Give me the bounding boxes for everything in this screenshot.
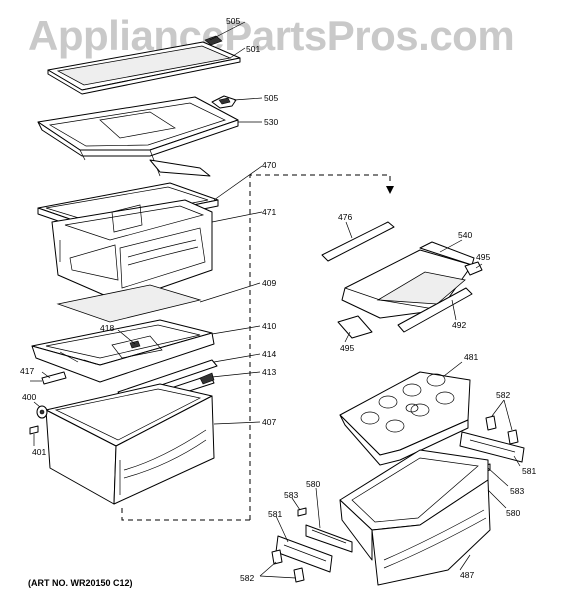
callout-413: 413 [262,367,276,377]
callout-495-upper: 495 [476,252,490,262]
slide-581-right[interactable] [459,431,525,463]
callout-530: 530 [264,117,278,127]
shelf-cap-505[interactable] [204,35,237,109]
slide-580-left[interactable] [305,524,353,553]
screw-401[interactable] [29,425,39,435]
pantry-drawer-487[interactable] [339,449,491,586]
callout-471: 471 [262,207,276,217]
shelf-frame-530[interactable] [37,96,239,177]
leader-lines [33,21,521,579]
cover-418[interactable] [111,335,163,359]
rod-417[interactable] [30,371,67,385]
callout-581-right: 581 [522,466,536,476]
tray-481[interactable] [339,371,471,466]
shelf-540[interactable] [341,241,475,319]
callout-labels: 505 501 505 530 470 471 409 410 418 414 … [20,16,536,583]
slide-581-left[interactable] [275,535,333,573]
glass-panel-409[interactable] [56,284,202,323]
callout-401: 401 [32,447,46,457]
callout-495-lower: 495 [340,343,354,353]
callout-417: 417 [20,366,34,376]
callout-470: 470 [262,160,276,170]
callout-487: 487 [460,570,474,580]
callout-582-lower: 582 [240,573,254,583]
callout-409: 409 [262,278,276,288]
callout-501: 501 [246,44,260,54]
callout-582-upper: 582 [496,390,510,400]
glass-shelf-top[interactable] [47,41,241,95]
crisper-pan-471[interactable] [51,199,213,303]
grouping-dashed-line [121,174,394,521]
callout-476: 476 [338,212,352,222]
callout-418: 418 [100,323,114,333]
clip-495-upper[interactable] [464,261,483,276]
drawer-407[interactable] [45,383,215,505]
callout-407: 407 [262,417,276,427]
callout-583-left: 583 [284,490,298,500]
callout-581-left: 581 [268,509,282,519]
pad-582-upper[interactable] [485,415,519,445]
callout-400: 400 [22,392,36,402]
callout-580-right: 580 [506,508,520,518]
rail-476[interactable] [321,221,395,262]
watermark-text: AppliancePartsPros.com [28,12,515,59]
callout-580-left: 580 [306,479,320,489]
clip-495-lower[interactable] [337,315,373,339]
callout-505-top: 505 [226,16,240,26]
slide-400[interactable] [36,405,48,419]
callout-540: 540 [458,230,472,240]
trim-492[interactable] [397,287,473,333]
callout-583-right: 583 [510,486,524,496]
art-number: (ART NO. WR20150 C12) [28,578,133,588]
callout-414: 414 [262,349,276,359]
callout-505: 505 [264,93,278,103]
callout-492: 492 [452,320,466,330]
callout-481: 481 [464,352,478,362]
callout-410: 410 [262,321,276,331]
